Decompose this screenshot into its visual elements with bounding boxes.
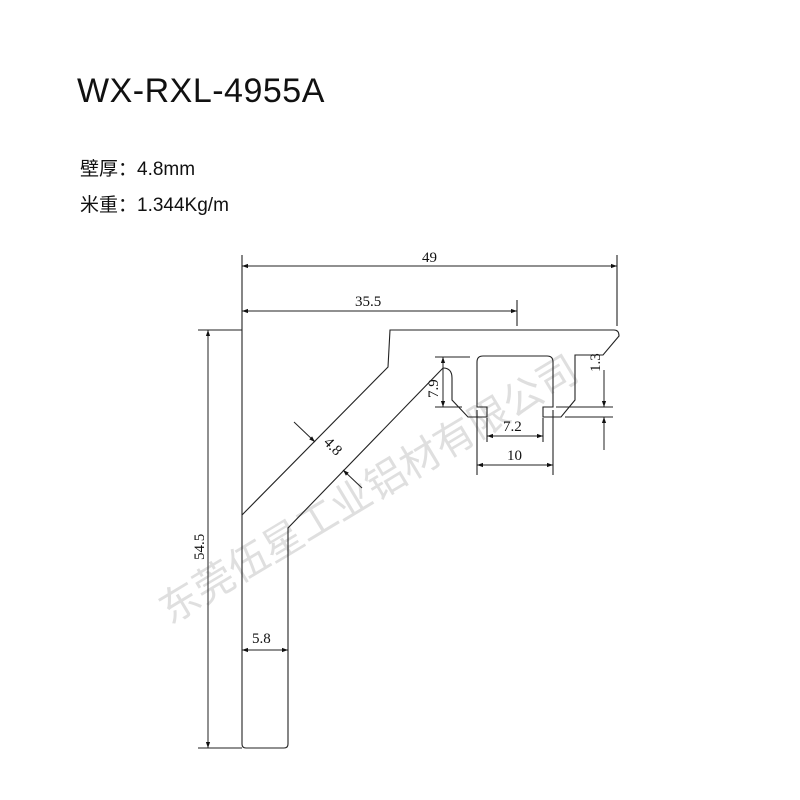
watermark: 东莞伍星工业铝材有限公司	[151, 347, 586, 634]
spec-weight: 米重：1.344Kg/m	[80, 190, 229, 217]
spec-label: 壁厚：	[80, 159, 138, 180]
dim-5-8: 5.8	[252, 631, 271, 647]
dim-4-8: 4.8	[320, 435, 345, 460]
dim-7-9: 7.9	[426, 379, 442, 398]
profile-outline	[241, 329, 620, 749]
dim-line-4-8-a	[293, 421, 316, 443]
dim-54-5: 54.5	[192, 534, 208, 560]
dim-49: 49	[422, 250, 437, 266]
spec-value: 4.8mm	[137, 159, 196, 180]
dim-7-2: 7.2	[503, 419, 522, 435]
dim-35-5: 35.5	[355, 294, 381, 310]
spec-wall-thickness: 壁厚：4.8mm	[80, 154, 195, 181]
dim-10: 10	[507, 448, 522, 464]
dim-line-4-8-b	[342, 469, 363, 489]
spec-label: 米重：	[80, 195, 138, 216]
dim-1-3: 1.3	[588, 353, 604, 372]
spec-value: 1.344Kg/m	[137, 195, 229, 216]
product-title: WX-RXL-4955A	[77, 72, 325, 110]
